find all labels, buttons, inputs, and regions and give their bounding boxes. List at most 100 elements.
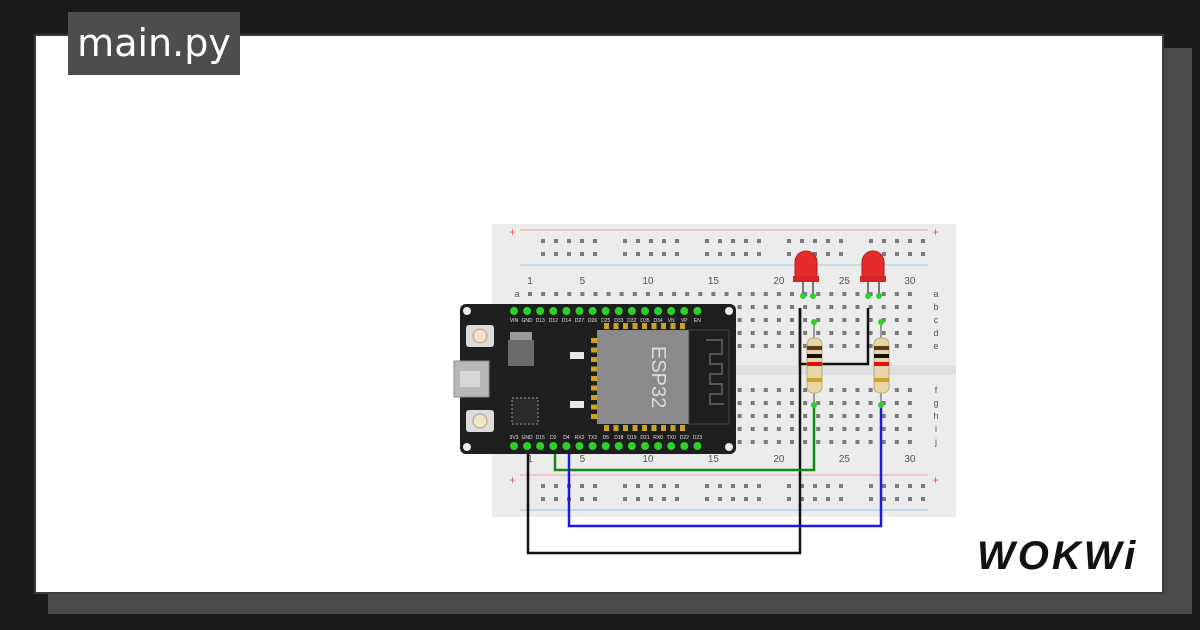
- rail-hole: [718, 484, 722, 488]
- breadboard-hole: [776, 318, 781, 322]
- rail-hole: [623, 239, 627, 243]
- rail-hole: [744, 239, 748, 243]
- breadboard-hole: [829, 388, 834, 392]
- connection-dot: [811, 319, 817, 325]
- breadboard-hole: [907, 292, 912, 296]
- breadboard-hole: [763, 401, 768, 405]
- breadboard-hole: [803, 440, 808, 444]
- breadboard-hole: [790, 414, 794, 418]
- esp32-pin-label: D5: [602, 435, 609, 441]
- module-pin: [591, 404, 597, 410]
- connection-dots: [800, 293, 884, 408]
- row-letter: f: [935, 385, 938, 395]
- rail-hole: [787, 239, 791, 243]
- esp32-pin[interactable]: [680, 307, 689, 315]
- row-letter: j: [934, 437, 937, 447]
- esp32-pin[interactable]: [510, 442, 518, 450]
- breadboard-hole: [816, 305, 821, 309]
- row-letter: e: [933, 341, 938, 351]
- esp32-pin[interactable]: [549, 442, 558, 450]
- module-pin: [604, 425, 609, 431]
- breadboard-hole: [894, 427, 899, 431]
- breadboard-hole: [776, 331, 781, 335]
- esp32-pin-label: D25: [601, 318, 610, 324]
- esp32-pin-label: D23: [693, 435, 702, 441]
- esp32-pin[interactable]: [575, 307, 584, 315]
- resistor-1[interactable]: [806, 322, 823, 405]
- esp32-pin-label: D34: [654, 318, 663, 324]
- regulator-tab: [510, 332, 532, 340]
- en-button[interactable]: [472, 413, 488, 429]
- esp32-pin[interactable]: [654, 307, 663, 315]
- esp32-pin[interactable]: [588, 307, 597, 315]
- breadboard-hole: [907, 427, 912, 431]
- rail-hole: [649, 484, 653, 488]
- rail-hole: [731, 497, 735, 501]
- esp32-pin[interactable]: [614, 442, 623, 450]
- breadboard-hole: [894, 331, 899, 335]
- module-pin: [651, 425, 657, 431]
- esp32-pin-label: D27: [575, 318, 584, 324]
- esp32-pin[interactable]: [536, 442, 545, 450]
- esp32-pin[interactable]: [641, 307, 649, 315]
- esp32-pin[interactable]: [575, 442, 584, 450]
- rail-hole: [662, 239, 666, 243]
- esp32-pin[interactable]: [614, 307, 623, 315]
- esp32-pin[interactable]: [562, 442, 571, 450]
- breadboard-hole: [711, 292, 716, 296]
- breadboard-hole: [868, 440, 873, 444]
- esp32-pin[interactable]: [641, 442, 649, 450]
- rail-hole: [636, 239, 640, 243]
- module-pin: [661, 425, 666, 431]
- breadboard-hole: [855, 331, 860, 335]
- esp32-pin[interactable]: [601, 307, 610, 315]
- rail-plus-top-left: +: [509, 225, 516, 239]
- breadboard-hole: [855, 440, 860, 444]
- breadboard-hole: [868, 401, 873, 405]
- breadboard-hole: [829, 427, 834, 431]
- breadboard-hole: [829, 344, 834, 348]
- rail-hole: [908, 497, 912, 501]
- breadboard-hole: [907, 388, 912, 392]
- rail-hole: [593, 239, 597, 243]
- rail-hole: [662, 252, 666, 256]
- rail-hole: [908, 239, 912, 243]
- esp32-pin[interactable]: [667, 307, 676, 315]
- esp32-pin[interactable]: [523, 307, 532, 315]
- filename-tab[interactable]: main.py: [68, 12, 240, 75]
- breadboard-hole: [737, 414, 742, 418]
- wokwi-logo: WOKWi: [977, 534, 1135, 578]
- breadboard-hole: [737, 318, 742, 322]
- esp32-pin[interactable]: [601, 442, 610, 450]
- esp32-pin[interactable]: [549, 307, 558, 315]
- breadboard-hole: [842, 318, 847, 322]
- esp32-pin[interactable]: [693, 307, 702, 315]
- rail-hole: [839, 239, 843, 243]
- resistor-2[interactable]: [873, 322, 890, 405]
- esp32-chip-label: ESP32: [647, 346, 669, 408]
- esp32-pin-label: D22: [680, 435, 689, 441]
- esp32-pin[interactable]: [627, 442, 636, 450]
- module-pin: [632, 323, 638, 329]
- esp32-pin[interactable]: [680, 442, 689, 450]
- rail-hole: [718, 497, 722, 501]
- esp32-pin-label: RX2: [575, 435, 585, 441]
- esp32-pin[interactable]: [523, 442, 532, 450]
- esp32-pin[interactable]: [627, 307, 636, 315]
- rail-hole: [580, 239, 584, 243]
- boot-button[interactable]: [472, 328, 488, 344]
- esp32-pin[interactable]: [510, 307, 518, 315]
- breadboard-hole: [842, 292, 847, 296]
- breadboard-hole: [894, 388, 899, 392]
- breadboard-hole: [790, 292, 794, 296]
- esp32-pin[interactable]: [536, 307, 545, 315]
- esp32-pin[interactable]: [667, 442, 676, 450]
- esp32-pin[interactable]: [693, 442, 702, 450]
- esp32-pin[interactable]: [562, 307, 571, 315]
- esp32-pin[interactable]: [588, 442, 597, 450]
- rail-hole: [705, 497, 709, 501]
- esp32-pin[interactable]: [654, 442, 663, 450]
